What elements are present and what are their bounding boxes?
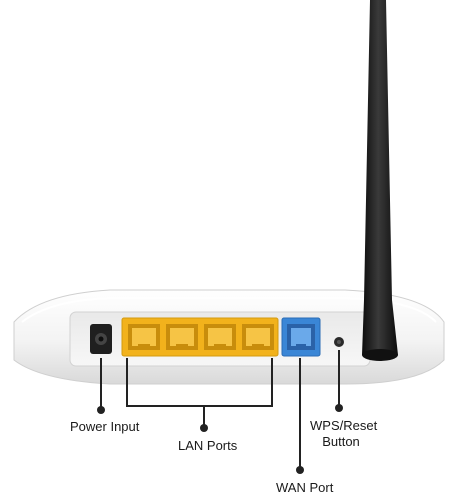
lan-ports-label: LAN Ports xyxy=(178,438,238,453)
wan-port-label: WAN Port xyxy=(276,480,334,495)
callout-wan-dot xyxy=(296,466,304,474)
wan-port xyxy=(281,317,321,357)
power-jack xyxy=(90,324,112,354)
lan-port-1 xyxy=(128,324,160,350)
lan-port-block xyxy=(121,317,279,357)
wps-reset-button xyxy=(334,337,344,347)
power-input-label: Power Input xyxy=(70,419,140,434)
wps-reset-label-line1: WPS/Reset xyxy=(310,418,378,433)
callout-wps-dot xyxy=(335,404,343,412)
lan-port-3 xyxy=(204,324,236,350)
lan-port-2 xyxy=(166,324,198,350)
callout-power-dot xyxy=(97,406,105,414)
lan-port-4 xyxy=(242,324,274,350)
antenna xyxy=(362,0,398,361)
callout-lines xyxy=(97,350,343,474)
wps-reset-label-line2: Button xyxy=(322,434,360,449)
wps-reset-label: WPS/Reset Button xyxy=(310,418,378,450)
callout-lan-dot xyxy=(200,424,208,432)
